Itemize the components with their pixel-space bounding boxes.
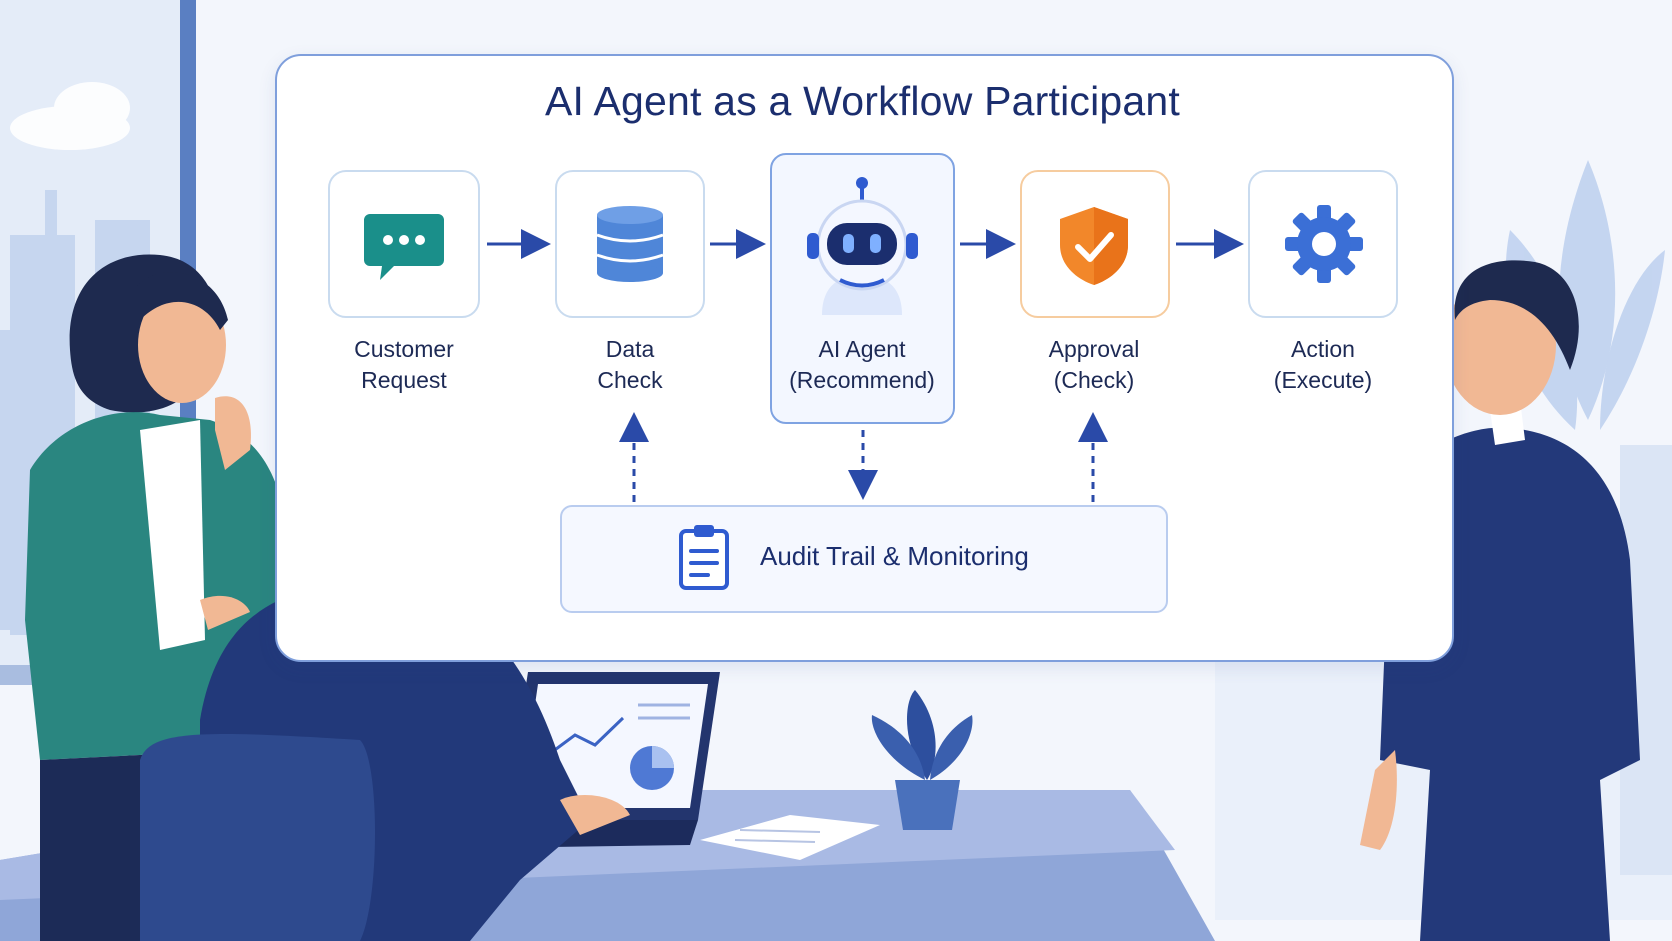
audit-trail-box bbox=[560, 505, 1168, 613]
chat-bubble-icon bbox=[364, 214, 444, 280]
step-label-line2: (Check) bbox=[1053, 367, 1135, 393]
step-label-line1: Action bbox=[1291, 336, 1355, 362]
paper-sheet bbox=[700, 815, 880, 860]
cloud bbox=[10, 82, 130, 150]
audit-trail-label: Audit Trail & Monitoring bbox=[760, 541, 1029, 571]
step-label-line2: (Recommend) bbox=[789, 367, 935, 393]
desk-plant bbox=[871, 690, 973, 830]
step-label-customer-request: Customer Request bbox=[314, 334, 494, 396]
step-label-line2: Request bbox=[361, 367, 447, 393]
step-label-line2: (Execute) bbox=[1273, 367, 1373, 393]
step-label-ai-agent: AI Agent (Recommend) bbox=[772, 334, 952, 396]
step-label-line1: Data bbox=[605, 336, 655, 362]
step-label-data-check: Data Check bbox=[540, 334, 720, 396]
step-label-line1: Approval bbox=[1048, 336, 1140, 362]
clipboard-icon bbox=[679, 525, 729, 590]
step-label-line2: Check bbox=[597, 367, 663, 393]
step-label-line1: Customer bbox=[354, 336, 454, 362]
step-label-approval: Approval (Check) bbox=[1004, 334, 1184, 396]
diagram-title: AI Agent as a Workflow Participant bbox=[544, 78, 1180, 124]
robot-icon bbox=[807, 177, 918, 315]
database-icon bbox=[596, 206, 664, 282]
step-label-action: Action (Execute) bbox=[1233, 334, 1413, 396]
shield-check-icon bbox=[1060, 207, 1128, 285]
step-label-line1: AI Agent bbox=[818, 336, 906, 362]
gear-icon bbox=[1285, 205, 1363, 283]
